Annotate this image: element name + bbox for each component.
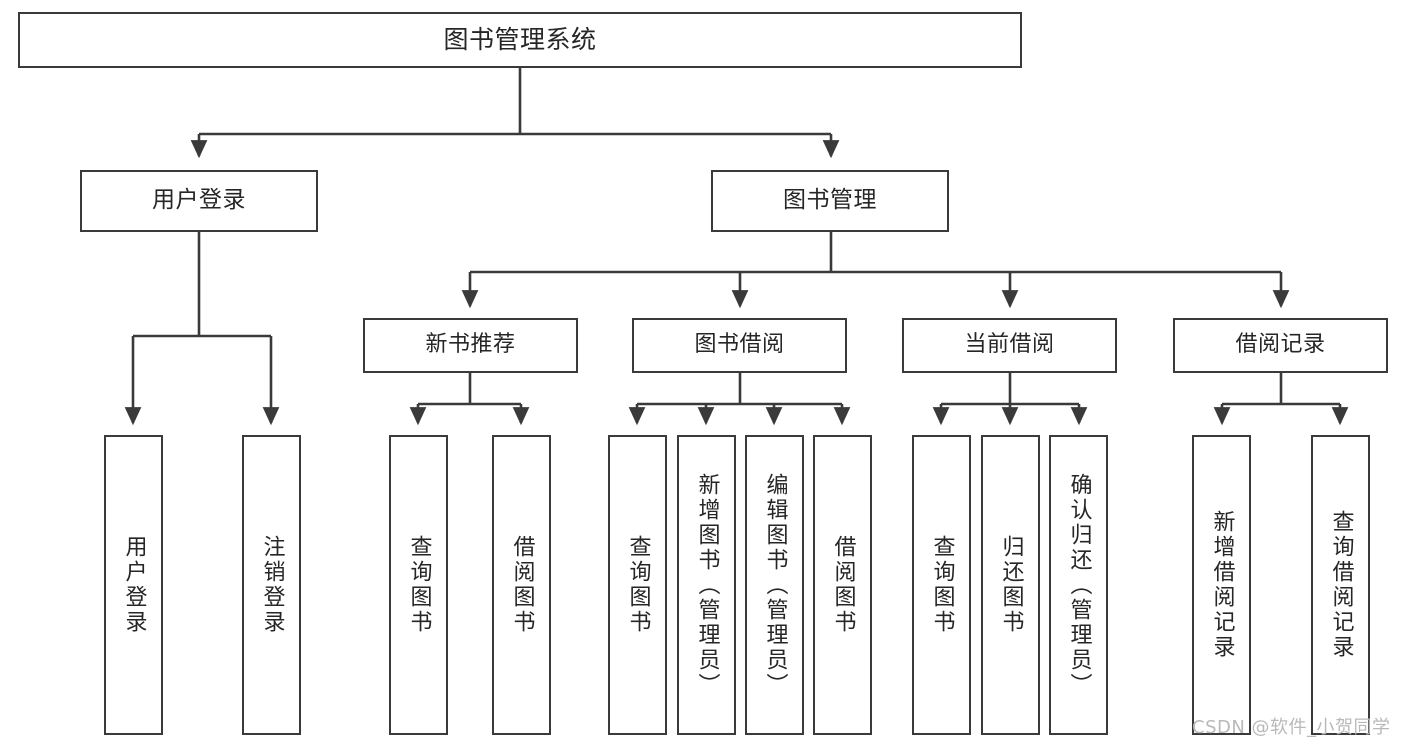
node-label: 查询图书 xyxy=(406,535,432,635)
node-label: 图书管理系统 xyxy=(443,25,597,54)
node-current-borrow[interactable]: 当前借阅 xyxy=(902,318,1117,373)
node-label: 确认归还（管理员） xyxy=(1066,472,1092,698)
leaf-confirm-return-admin[interactable]: 确认归还（管理员） xyxy=(1049,435,1108,735)
node-user-login[interactable]: 用户登录 xyxy=(80,170,318,232)
node-new-book-recommend[interactable]: 新书推荐 xyxy=(363,318,578,373)
leaf-query-borrow-record[interactable]: 查询借阅记录 xyxy=(1311,435,1370,735)
node-label: 注销登录 xyxy=(259,535,285,635)
node-root-system[interactable]: 图书管理系统 xyxy=(18,12,1022,68)
leaf-borrow-book-new[interactable]: 借阅图书 xyxy=(492,435,551,735)
leaf-return-book[interactable]: 归还图书 xyxy=(981,435,1040,735)
node-label: 借阅记录 xyxy=(1235,332,1326,358)
leaf-user-login[interactable]: 用户登录 xyxy=(104,435,163,735)
node-label: 新增图书（管理员） xyxy=(694,472,720,698)
node-label: 借阅图书 xyxy=(509,535,535,635)
node-label: 查询图书 xyxy=(929,535,955,635)
leaf-add-book-admin[interactable]: 新增图书（管理员） xyxy=(677,435,736,735)
node-label: 用户登录 xyxy=(152,187,246,214)
leaf-query-book-current[interactable]: 查询图书 xyxy=(912,435,971,735)
node-label: 归还图书 xyxy=(998,535,1024,635)
node-book-borrow[interactable]: 图书借阅 xyxy=(632,318,847,373)
node-label: 新书推荐 xyxy=(425,332,516,358)
node-book-management[interactable]: 图书管理 xyxy=(711,170,949,232)
node-label: 编辑图书（管理员） xyxy=(762,472,788,698)
node-borrow-record[interactable]: 借阅记录 xyxy=(1173,318,1388,373)
leaf-edit-book-admin[interactable]: 编辑图书（管理员） xyxy=(745,435,804,735)
node-label: 当前借阅 xyxy=(964,332,1055,358)
leaf-query-book-borrow[interactable]: 查询图书 xyxy=(608,435,667,735)
node-label: 查询图书 xyxy=(625,535,651,635)
leaf-query-book-new[interactable]: 查询图书 xyxy=(389,435,448,735)
leaf-logout[interactable]: 注销登录 xyxy=(242,435,301,735)
leaf-borrow-book[interactable]: 借阅图书 xyxy=(813,435,872,735)
node-label: 图书借阅 xyxy=(694,332,785,358)
node-label: 用户登录 xyxy=(121,535,147,635)
csdn-watermark: CSDN @软件_小贺同学 xyxy=(1192,717,1391,738)
leaf-add-borrow-record[interactable]: 新增借阅记录 xyxy=(1192,435,1251,735)
node-label: 借阅图书 xyxy=(830,535,856,635)
node-label: 查询借阅记录 xyxy=(1328,510,1354,660)
node-label: 图书管理 xyxy=(783,187,877,214)
node-label: 新增借阅记录 xyxy=(1209,510,1235,660)
